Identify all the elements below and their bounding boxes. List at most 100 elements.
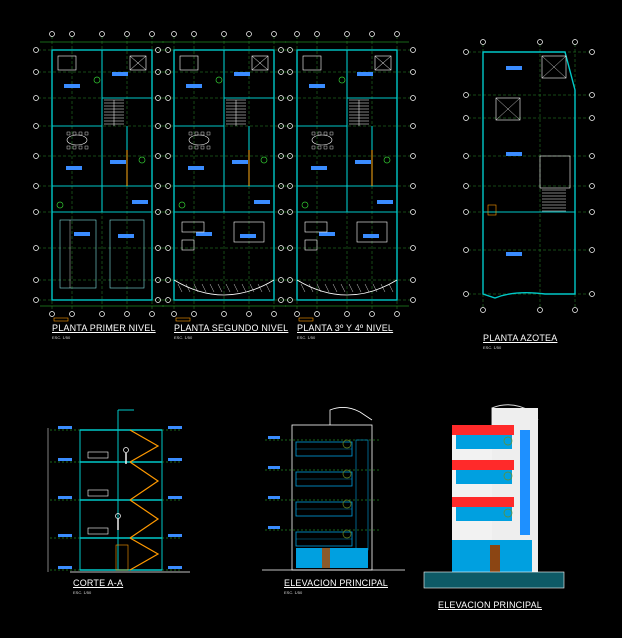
axis-bubble xyxy=(278,277,284,283)
red-balcony-band xyxy=(452,425,514,435)
parking-space xyxy=(109,219,145,289)
axis-bubble xyxy=(287,123,293,129)
level-tag xyxy=(168,426,182,429)
axis-bubble xyxy=(69,31,75,37)
room-tag xyxy=(66,166,82,170)
level-tag xyxy=(58,566,72,569)
room-tag xyxy=(234,72,250,76)
red-balcony-band xyxy=(452,460,514,470)
axis-bubble xyxy=(463,153,469,159)
scale-bar xyxy=(53,317,69,322)
roof-duct xyxy=(541,55,567,79)
balcony-hatch xyxy=(340,283,346,293)
axis-bubble xyxy=(221,311,227,317)
parapet-curve xyxy=(329,407,373,425)
room-tag xyxy=(355,160,371,164)
bed-furniture xyxy=(302,55,322,71)
balcony-hatch xyxy=(257,283,263,293)
chair xyxy=(188,131,193,136)
axis-bubble xyxy=(537,307,543,313)
elevation-line-drawing xyxy=(262,407,405,571)
duct-cross xyxy=(495,97,521,121)
chair xyxy=(329,145,334,150)
axis-bubble xyxy=(589,209,595,215)
room-tag xyxy=(188,166,204,170)
axis-bubble xyxy=(344,311,350,317)
axis-bubble xyxy=(410,47,416,53)
stair-flight xyxy=(129,537,160,571)
room-tag xyxy=(309,84,325,88)
axis-bubble xyxy=(294,311,300,317)
axis-bubble xyxy=(246,311,252,317)
stair-well xyxy=(539,155,571,189)
axis-bubble xyxy=(410,153,416,159)
section-window xyxy=(87,527,109,535)
axis-bubble xyxy=(287,69,293,75)
axis-bubble xyxy=(33,245,39,251)
axis-bubble xyxy=(155,95,161,101)
level-tag xyxy=(58,426,72,429)
chair xyxy=(323,145,328,150)
axis-bubble xyxy=(410,123,416,129)
level-tag xyxy=(58,496,72,499)
axis-bubble xyxy=(410,277,416,283)
balcony-hatch xyxy=(356,283,362,293)
axis-bubble xyxy=(589,92,595,98)
axis-bubble xyxy=(589,291,595,297)
level-tag xyxy=(168,566,182,569)
elevation-color-drawing xyxy=(423,404,565,589)
room-tag xyxy=(506,152,522,156)
plan-scale-second-floor: ESC. 1/50 xyxy=(174,335,193,340)
elevation-line-title: ELEVACION PRINCIPAL xyxy=(284,578,388,588)
axis-bubble xyxy=(480,307,486,313)
room-tag xyxy=(132,200,148,204)
axis-bubble xyxy=(155,277,161,283)
axis-bubble xyxy=(287,153,293,159)
roof-outline xyxy=(482,51,576,299)
level-tag xyxy=(268,436,280,439)
plan-scale-first-floor: ESC. 1/50 xyxy=(52,335,71,340)
sofa xyxy=(181,221,205,233)
axis-bubble xyxy=(463,183,469,189)
window-band xyxy=(456,507,512,521)
section-scale: ESC. 1/50 xyxy=(73,590,92,595)
balcony-hatch xyxy=(249,283,255,293)
axis-bubble xyxy=(278,153,284,159)
axis-bubble xyxy=(287,47,293,53)
scale-bar xyxy=(298,317,314,322)
axis-bubble xyxy=(287,209,293,215)
stair-glazing xyxy=(520,430,530,535)
facade-plant xyxy=(342,499,352,509)
section-a-a-drawing xyxy=(47,409,190,573)
level-tag xyxy=(268,526,280,529)
axis-bubble xyxy=(394,311,400,317)
axis-bubble xyxy=(171,31,177,37)
room-tag xyxy=(363,234,379,238)
room-tag xyxy=(232,160,248,164)
axis-bubble xyxy=(99,31,105,37)
chair xyxy=(84,145,89,150)
axis-bubble xyxy=(278,297,284,303)
balcony-hatch xyxy=(380,283,386,293)
axis-bubble xyxy=(33,123,39,129)
axis-bubble xyxy=(171,311,177,317)
axis-bubble xyxy=(410,183,416,189)
floor-plan-1 xyxy=(33,31,171,322)
axis-bubble xyxy=(278,245,284,251)
axis-bubble xyxy=(278,69,284,75)
human-figure-head xyxy=(123,447,129,453)
axis-bubble xyxy=(149,31,155,37)
balcony-hatch xyxy=(308,283,314,293)
axis-bubble xyxy=(463,247,469,253)
axis-bubble xyxy=(33,69,39,75)
plan-title-third-fourth-floor: PLANTA 3º Y 4º NIVEL xyxy=(297,323,394,333)
plant-symbol xyxy=(215,76,223,84)
bed-furniture xyxy=(57,55,77,71)
facade-plant xyxy=(503,508,513,518)
chair xyxy=(311,145,316,150)
room-tag xyxy=(506,66,522,70)
axis-bubble xyxy=(155,297,161,303)
axis-bubble xyxy=(271,31,277,37)
level-tag xyxy=(58,534,72,537)
chair xyxy=(66,145,71,150)
